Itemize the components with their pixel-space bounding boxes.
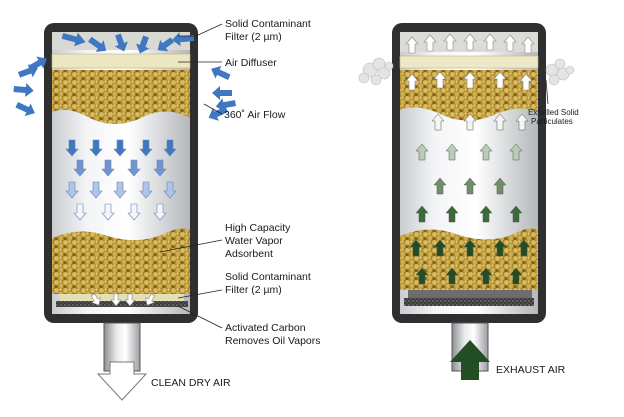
expelled-particulates-left bbox=[358, 57, 394, 86]
right-bottom-filter-band bbox=[408, 290, 532, 298]
right-side-inflow-arrows bbox=[208, 65, 236, 121]
left-air-diffuser-band bbox=[51, 53, 191, 69]
label-exhaust-air: EXHAUST AIR bbox=[496, 364, 566, 376]
up-flow-arrow bbox=[415, 143, 429, 161]
outflow-arrow bbox=[443, 33, 457, 51]
left-top-desiccant bbox=[52, 70, 190, 124]
up-flow-arrow bbox=[493, 177, 507, 195]
down-flow-arrow bbox=[139, 181, 153, 199]
up-flow-arrow bbox=[479, 267, 493, 285]
right-leader-lines bbox=[545, 79, 549, 105]
up-flow-arrow bbox=[433, 177, 447, 195]
right-filter bbox=[358, 23, 575, 380]
outflow-arrow bbox=[405, 73, 419, 91]
left-bottom-desiccant bbox=[52, 228, 190, 294]
down-flow-arrow bbox=[153, 203, 167, 221]
up-flow-arrow bbox=[509, 205, 523, 223]
label-expelled-1: Expelled Solid bbox=[528, 108, 579, 117]
up-flow-arrow bbox=[493, 113, 507, 131]
right-carbon-layer bbox=[404, 298, 534, 306]
left-outlet-arrows bbox=[90, 293, 156, 307]
right-top-desiccant bbox=[400, 70, 538, 121]
up-flow-arrow bbox=[463, 239, 477, 257]
label-air-flow: 360˚ Air Flow bbox=[224, 109, 286, 121]
label-solid-filter-top-1: Solid Contaminant bbox=[225, 18, 311, 30]
left-leader-lines bbox=[159, 23, 223, 329]
up-flow-arrow bbox=[409, 239, 423, 257]
outflow-arrow bbox=[521, 36, 535, 54]
up-flow-arrow bbox=[479, 205, 493, 223]
down-flow-arrow bbox=[101, 203, 115, 221]
down-flow-arrow bbox=[89, 181, 103, 199]
down-flow-arrow bbox=[65, 181, 79, 199]
up-flow-arrow bbox=[433, 239, 447, 257]
down-flow-arrow bbox=[89, 139, 103, 157]
up-flow-arrow bbox=[445, 205, 459, 223]
clean-air-arrow bbox=[96, 361, 148, 401]
down-flow-arrow bbox=[73, 159, 87, 177]
up-flow-arrow bbox=[463, 177, 477, 195]
left-side-inflow-arrows bbox=[13, 56, 47, 117]
up-flow-arrow bbox=[509, 267, 523, 285]
right-air-diffuser-band bbox=[399, 55, 539, 69]
up-flow-arrow bbox=[415, 205, 429, 223]
right-upward-flow-arrows bbox=[409, 113, 531, 285]
label-air-diffuser: Air Diffuser bbox=[225, 57, 277, 69]
label-solid-filter-top-2: Filter (2 µm) bbox=[225, 31, 282, 43]
up-flow-arrow bbox=[445, 267, 459, 285]
down-flow-arrow bbox=[65, 139, 79, 157]
down-flow-arrow bbox=[127, 159, 141, 177]
label-clean-dry-air: CLEAN DRY AIR bbox=[151, 377, 231, 389]
left-carbon-layer bbox=[56, 301, 188, 307]
left-bottom-filter-band bbox=[60, 294, 184, 301]
label-expelled-2: Particulates bbox=[531, 117, 573, 126]
up-flow-arrow bbox=[415, 267, 429, 285]
outflow-arrow bbox=[463, 71, 477, 89]
outflow-arrow bbox=[503, 34, 517, 52]
down-flow-arrow bbox=[101, 159, 115, 177]
outflow-arrow bbox=[483, 33, 497, 51]
outflow-arrow bbox=[433, 71, 447, 89]
label-carbon-2: Removes Oil Vapors bbox=[225, 335, 321, 347]
up-flow-arrow bbox=[463, 113, 477, 131]
outflow-arrow bbox=[423, 34, 437, 52]
exhaust-air-arrow bbox=[450, 340, 490, 380]
down-flow-arrow bbox=[113, 181, 127, 199]
up-flow-arrow bbox=[431, 113, 445, 131]
outflow-arrow bbox=[463, 33, 477, 51]
down-flow-arrow bbox=[163, 181, 177, 199]
outflow-arrow bbox=[405, 36, 419, 54]
up-flow-arrow bbox=[515, 113, 529, 131]
expelled-particulates-right bbox=[545, 58, 575, 86]
label-solid-filter-bottom-1: Solid Contaminant bbox=[225, 271, 311, 283]
down-flow-arrow bbox=[163, 139, 177, 157]
label-solid-filter-bottom-2: Filter (2 µm) bbox=[225, 284, 282, 296]
up-flow-arrow bbox=[445, 143, 459, 161]
outflow-arrow bbox=[519, 73, 533, 91]
up-flow-arrow bbox=[493, 239, 507, 257]
down-flow-arrow bbox=[139, 139, 153, 157]
label-carbon-1: Activated Carbon bbox=[225, 322, 306, 334]
left-filter bbox=[13, 23, 236, 401]
up-flow-arrow bbox=[509, 143, 523, 161]
down-flow-arrow bbox=[153, 159, 167, 177]
down-flow-arrow bbox=[113, 139, 127, 157]
up-flow-arrow bbox=[479, 143, 493, 161]
down-flow-arrow bbox=[127, 203, 141, 221]
down-flow-arrow bbox=[73, 203, 87, 221]
label-adsorbent-1: High Capacity bbox=[225, 222, 291, 234]
label-adsorbent-3: Adsorbent bbox=[225, 248, 273, 260]
label-adsorbent-2: Water Vapor bbox=[225, 235, 283, 247]
left-downward-flow-arrows bbox=[65, 139, 177, 221]
up-flow-arrow bbox=[517, 239, 531, 257]
outflow-arrow bbox=[493, 71, 507, 89]
right-top-outflow-arrows bbox=[405, 33, 535, 91]
